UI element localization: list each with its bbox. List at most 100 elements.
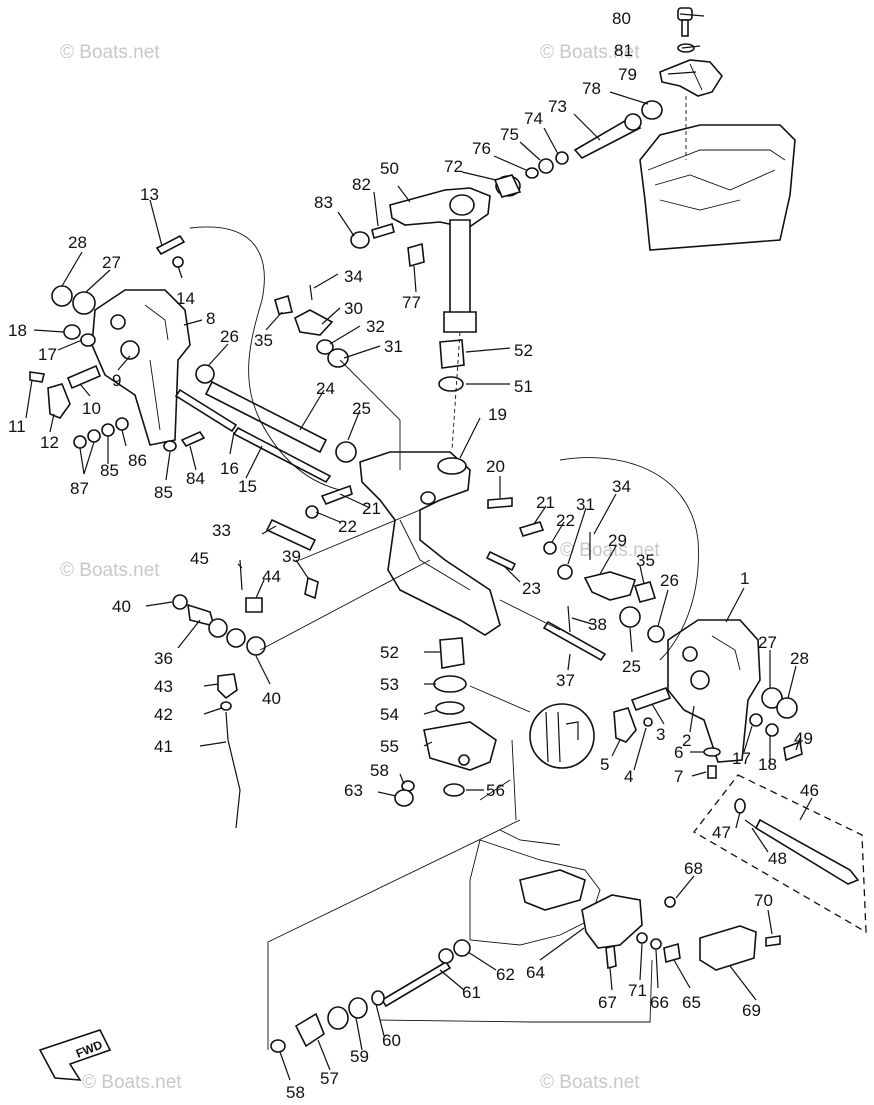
part-number: 68 [684, 859, 703, 878]
part-number: 21 [362, 499, 381, 518]
part-number: 45 [190, 549, 209, 568]
part-number: 49 [794, 729, 813, 748]
part-labels: 80 81 79 78 73 74 75 76 72 50 82 83 77 5… [8, 9, 819, 1102]
part-number: 25 [622, 657, 641, 676]
part-number: 29 [608, 531, 627, 550]
part-number: 2 [682, 731, 691, 750]
bottom-cowling [639, 124, 796, 251]
part-number: 82 [352, 175, 371, 194]
part-number: 60 [382, 1031, 401, 1050]
watermark-group: © Boats.net © Boats.net © Boats.net © Bo… [60, 42, 660, 1093]
part-number: 19 [488, 405, 507, 424]
part-number: 24 [316, 379, 335, 398]
part-number: 7 [674, 767, 683, 786]
part-number: 26 [220, 327, 239, 346]
part-number: 21 [536, 493, 555, 512]
leader-lines [25, 13, 813, 1081]
part-number: 6 [674, 743, 683, 762]
part-number: 5 [600, 755, 609, 774]
part-number: 17 [38, 345, 57, 364]
part-number: 42 [154, 705, 173, 724]
part-number: 52 [514, 341, 533, 360]
part-number: 40 [112, 597, 131, 616]
part-number: 38 [588, 615, 607, 634]
part-number: 81 [614, 41, 633, 60]
part-number: 27 [102, 253, 121, 272]
part-number: 28 [68, 233, 87, 252]
watermark: © Boats.net [560, 540, 660, 561]
watermark: © Boats.net [60, 42, 160, 63]
part-number: 57 [320, 1069, 339, 1088]
part-number: 79 [618, 65, 637, 84]
part-number: 26 [660, 571, 679, 590]
part-number: 39 [282, 547, 301, 566]
part-number: 4 [624, 767, 633, 786]
part-number: 87 [70, 479, 89, 498]
part-number: 3 [656, 725, 665, 744]
part-number: 75 [500, 125, 519, 144]
part-number: 13 [140, 185, 159, 204]
part-number: 31 [384, 337, 403, 356]
part-number: 40 [262, 689, 281, 708]
part-number: 33 [212, 521, 231, 540]
part-number: 71 [628, 981, 647, 1000]
part-number: 58 [286, 1083, 305, 1102]
part-number: 34 [612, 477, 631, 496]
part-number: 51 [514, 377, 533, 396]
part-number: 31 [576, 495, 595, 514]
fwd-arrow: FWD [38, 1029, 112, 1081]
part-number: 18 [758, 755, 777, 774]
part-number: 74 [524, 109, 543, 128]
part-number: 55 [380, 737, 399, 756]
part-number: 12 [40, 433, 59, 452]
part-number: 9 [112, 371, 121, 390]
part-number: 48 [768, 849, 787, 868]
part-number: 22 [338, 517, 357, 536]
part-number: 85 [154, 483, 173, 502]
part-number: 73 [548, 97, 567, 116]
part-number: 54 [380, 705, 399, 724]
part-number: 80 [612, 9, 631, 28]
watermark: © Boats.net [540, 1072, 640, 1093]
part-number: 84 [186, 469, 205, 488]
part-number: 70 [754, 891, 773, 910]
part-number: 86 [128, 451, 147, 470]
part-number: 72 [444, 157, 463, 176]
part-number: 67 [598, 993, 617, 1012]
part-number: 10 [82, 399, 101, 418]
part-number: 1 [740, 569, 749, 588]
part-number: 66 [650, 993, 669, 1012]
part-number: 18 [8, 321, 27, 340]
part-number: 56 [486, 781, 505, 800]
part-number: 43 [154, 677, 173, 696]
part-number: 76 [472, 139, 491, 158]
part-number: 25 [352, 399, 371, 418]
watermark: © Boats.net [82, 1072, 182, 1093]
part-number: 63 [344, 781, 363, 800]
part-number: 47 [712, 823, 731, 842]
part-number: 58 [370, 761, 389, 780]
watermark: © Boats.net [540, 42, 640, 63]
part-number: 85 [100, 461, 119, 480]
part-number: 44 [262, 567, 281, 586]
part-number: 59 [350, 1047, 369, 1066]
watermark: © Boats.net [60, 560, 160, 581]
part-number: 27 [758, 633, 777, 652]
part-number: 52 [380, 643, 399, 662]
part-number: 37 [556, 671, 575, 690]
part-number: 16 [220, 459, 239, 478]
part-number: 53 [380, 675, 399, 694]
part-number: 17 [732, 749, 751, 768]
part-number: 8 [206, 309, 215, 328]
part-number: 77 [402, 293, 421, 312]
part-number: 28 [790, 649, 809, 668]
part-number: 83 [314, 193, 333, 212]
part-number: 61 [462, 983, 481, 1002]
part-number: 15 [238, 477, 257, 496]
part-number: 30 [344, 299, 363, 318]
part-number: 11 [8, 417, 26, 436]
part-number: 34 [344, 267, 363, 286]
part-number: 65 [682, 993, 701, 1012]
part-number: 36 [154, 649, 173, 668]
